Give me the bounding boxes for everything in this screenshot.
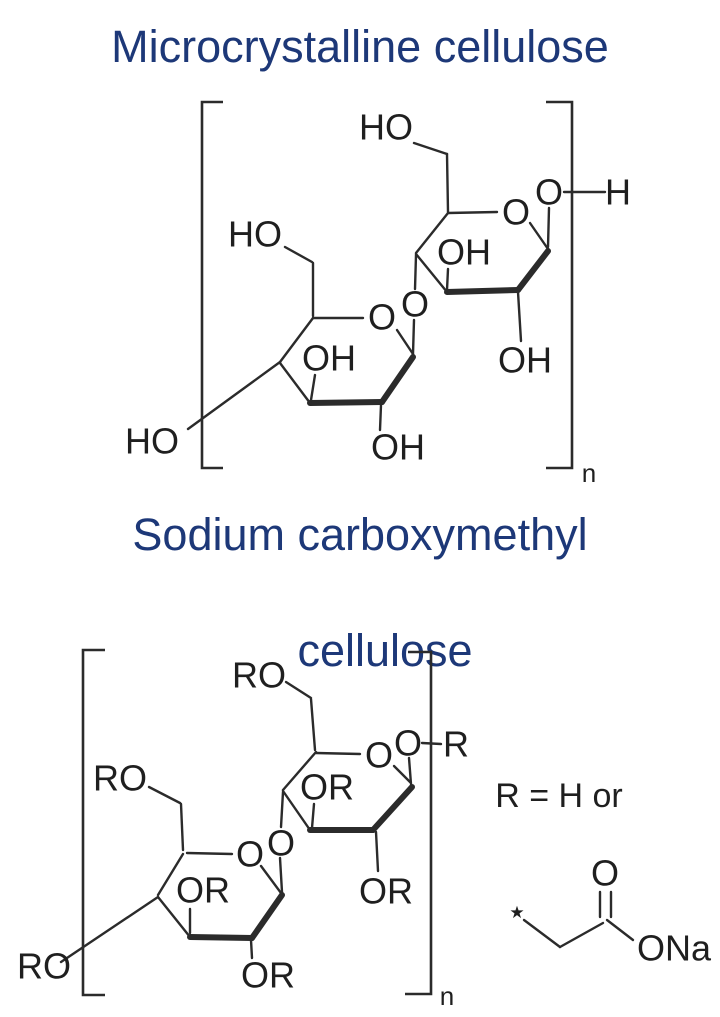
- structure1-atom-labels: HO HO HO O O H OH OH O O OH OH n: [125, 107, 631, 489]
- structure-microcrystalline-cellulose: HO HO HO O O H OH OH O O OH OH n: [125, 100, 631, 489]
- atom-label-ona: ONa: [637, 928, 712, 969]
- atom-label-ho-mid: HO: [228, 214, 282, 255]
- atom-label-end-r: R: [443, 724, 469, 765]
- atom-label-or-c3-lower: OR: [176, 870, 230, 911]
- r-group-definition: R = H or ★ O ONa: [495, 777, 712, 969]
- attachment-point-star: ★: [509, 903, 524, 923]
- title-sodium-carboxymethyl-cellulose: Sodium carboxymethyl cellulose: [0, 506, 720, 738]
- title2-line1: Sodium carboxymethyl: [132, 509, 588, 560]
- atom-label-ring-oxygen-lower: O: [236, 834, 264, 875]
- atom-label-ro-mid: RO: [93, 758, 147, 799]
- structure-sodium-carboxymethyl-cellulose: RO RO RO O O R OR OR O O OR OR n: [17, 648, 469, 1012]
- atom-label-oh-c2-lower: OH: [371, 427, 425, 468]
- repeat-unit-subscript-n: n: [440, 981, 454, 1011]
- atom-label-oh-c2-upper: OH: [498, 340, 552, 381]
- atom-label-glycosidic-oxygen: O: [267, 823, 295, 864]
- atom-label-ho-top: HO: [359, 107, 413, 148]
- atom-label-glycosidic-oxygen: O: [401, 284, 429, 325]
- atom-label-carbonyl-oxygen: O: [591, 853, 619, 894]
- atom-label-or-c2-upper: OR: [359, 871, 413, 912]
- atom-label-or-c2-lower: OR: [241, 955, 295, 996]
- structure1-brackets: [200, 100, 574, 470]
- atom-label-ho-bottom: HO: [125, 421, 179, 462]
- atom-label-ring-oxygen-upper: O: [502, 192, 530, 233]
- carboxymethyl-bonds: [522, 890, 635, 949]
- right-bracket: [546, 100, 574, 470]
- atom-label-ro-bottom: RO: [17, 946, 71, 987]
- structure2-atom-labels: RO RO RO O O R OR OR O O OR OR n: [17, 655, 469, 1012]
- atom-label-end-hydrogen: H: [605, 172, 631, 213]
- structure2-brackets: [81, 648, 433, 997]
- structure2-bonds: [59, 680, 443, 964]
- r-definition-text: R = H or: [495, 777, 623, 815]
- left-bracket: [200, 100, 223, 470]
- atom-label-or-c3-upper: OR: [300, 767, 354, 808]
- atom-label-ring-oxygen-upper: O: [365, 735, 393, 776]
- repeat-unit-subscript-n: n: [582, 458, 596, 488]
- left-bracket: [81, 648, 105, 997]
- title2-line2: cellulose: [297, 625, 473, 676]
- right-bracket: [405, 650, 433, 996]
- atom-label-oh-c3-upper: OH: [437, 232, 491, 273]
- atom-label-ro-top: RO: [232, 655, 286, 696]
- atom-label-anomeric-oxygen: O: [394, 723, 422, 764]
- atom-label-oh-c3-lower: OH: [302, 338, 356, 379]
- title-microcrystalline-cellulose: Microcrystalline cellulose: [111, 21, 609, 72]
- atom-label-ring-oxygen-lower: O: [368, 297, 396, 338]
- structure1-bonds: [186, 141, 607, 432]
- atom-label-anomeric-oxygen: O: [535, 172, 563, 213]
